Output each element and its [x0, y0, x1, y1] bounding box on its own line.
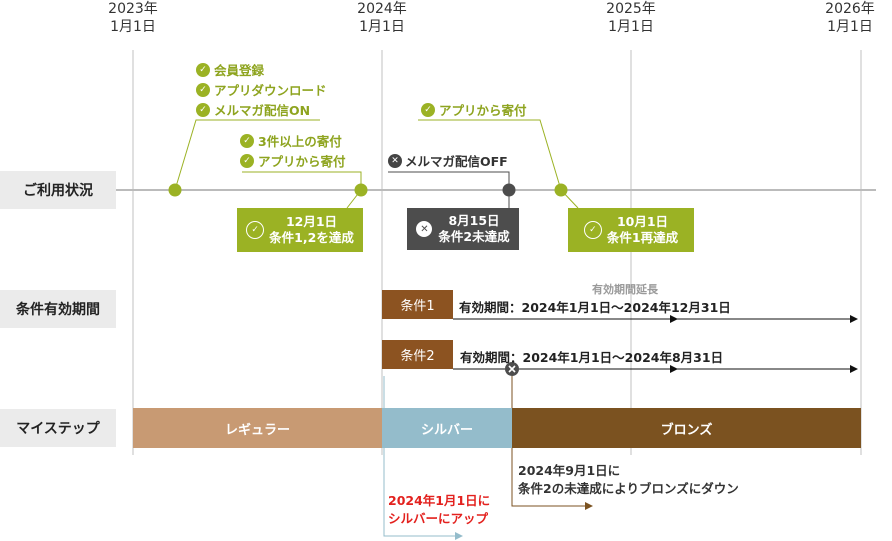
achieve-box: ✓ 12月1日条件1,2を達成	[237, 208, 363, 252]
row-label-validity: 条件有効期間	[0, 290, 116, 328]
down-note: 2024年9月1日に条件2の未達成によりブロンズにダウン	[518, 463, 739, 496]
check-circle-icon: ✓	[583, 221, 602, 239]
check-icon: ✓	[240, 153, 254, 168]
condition1-period: 有効期間：2024年1月1日～2024年12月31日	[459, 300, 731, 315]
condition1-label: 条件1	[382, 290, 453, 319]
check-icon: ✓	[196, 62, 210, 77]
condition1-midarrow	[670, 315, 678, 323]
event-three-donations: ✓3件以上の寄付	[240, 131, 342, 150]
event-app-download: ✓アプリダウンロード	[196, 80, 327, 99]
event-newsletter-off: ✕メルマガ配信OFF	[388, 151, 508, 170]
step-silver: シルバー	[382, 408, 512, 448]
event-dot-achieve	[354, 183, 368, 197]
event-dot-signup	[168, 183, 182, 197]
leader-optout	[388, 171, 510, 190]
row-label-usage: ご利用状況	[0, 171, 116, 209]
condition2-midarrow	[670, 365, 678, 373]
miss-box: ✕ 8月15日条件2未達成	[407, 208, 519, 250]
condition2-period: 有効期間：2024年1月1日～2024年8月31日	[460, 350, 724, 365]
check-icon: ✓	[196, 82, 210, 97]
leader-group3	[418, 119, 562, 191]
event-signup: ✓会員登録	[196, 60, 264, 79]
step-bronze: ブロンズ	[512, 408, 861, 448]
check-circle-icon: ✓	[246, 221, 265, 239]
check-icon: ✓	[196, 102, 210, 117]
extension-label: 有効期間延長	[592, 283, 658, 296]
cross-icon: ✕	[388, 153, 402, 168]
row-label-mystep: マイステップ	[0, 409, 116, 447]
leader-group2	[242, 171, 362, 190]
event-app-donation: ✓アプリから寄付	[240, 151, 346, 170]
cross-circle-icon: ✕	[416, 221, 433, 237]
event-dot-reachieve	[554, 183, 568, 197]
reachieve-box: ✓ 10月1日条件1再達成	[568, 208, 694, 252]
check-icon: ✓	[240, 133, 254, 148]
leader-group1	[174, 119, 320, 191]
step-regular: レギュラー	[133, 408, 382, 448]
check-icon: ✓	[421, 102, 435, 117]
event-app-donation-2: ✓アプリから寄付	[421, 100, 527, 119]
up-note: 2024年1月1日にシルバーにアップ	[388, 493, 491, 526]
condition2-label: 条件2	[382, 340, 453, 369]
event-dot-optout	[502, 183, 516, 197]
event-newsletter-on: ✓メルマガ配信ON	[196, 100, 310, 119]
